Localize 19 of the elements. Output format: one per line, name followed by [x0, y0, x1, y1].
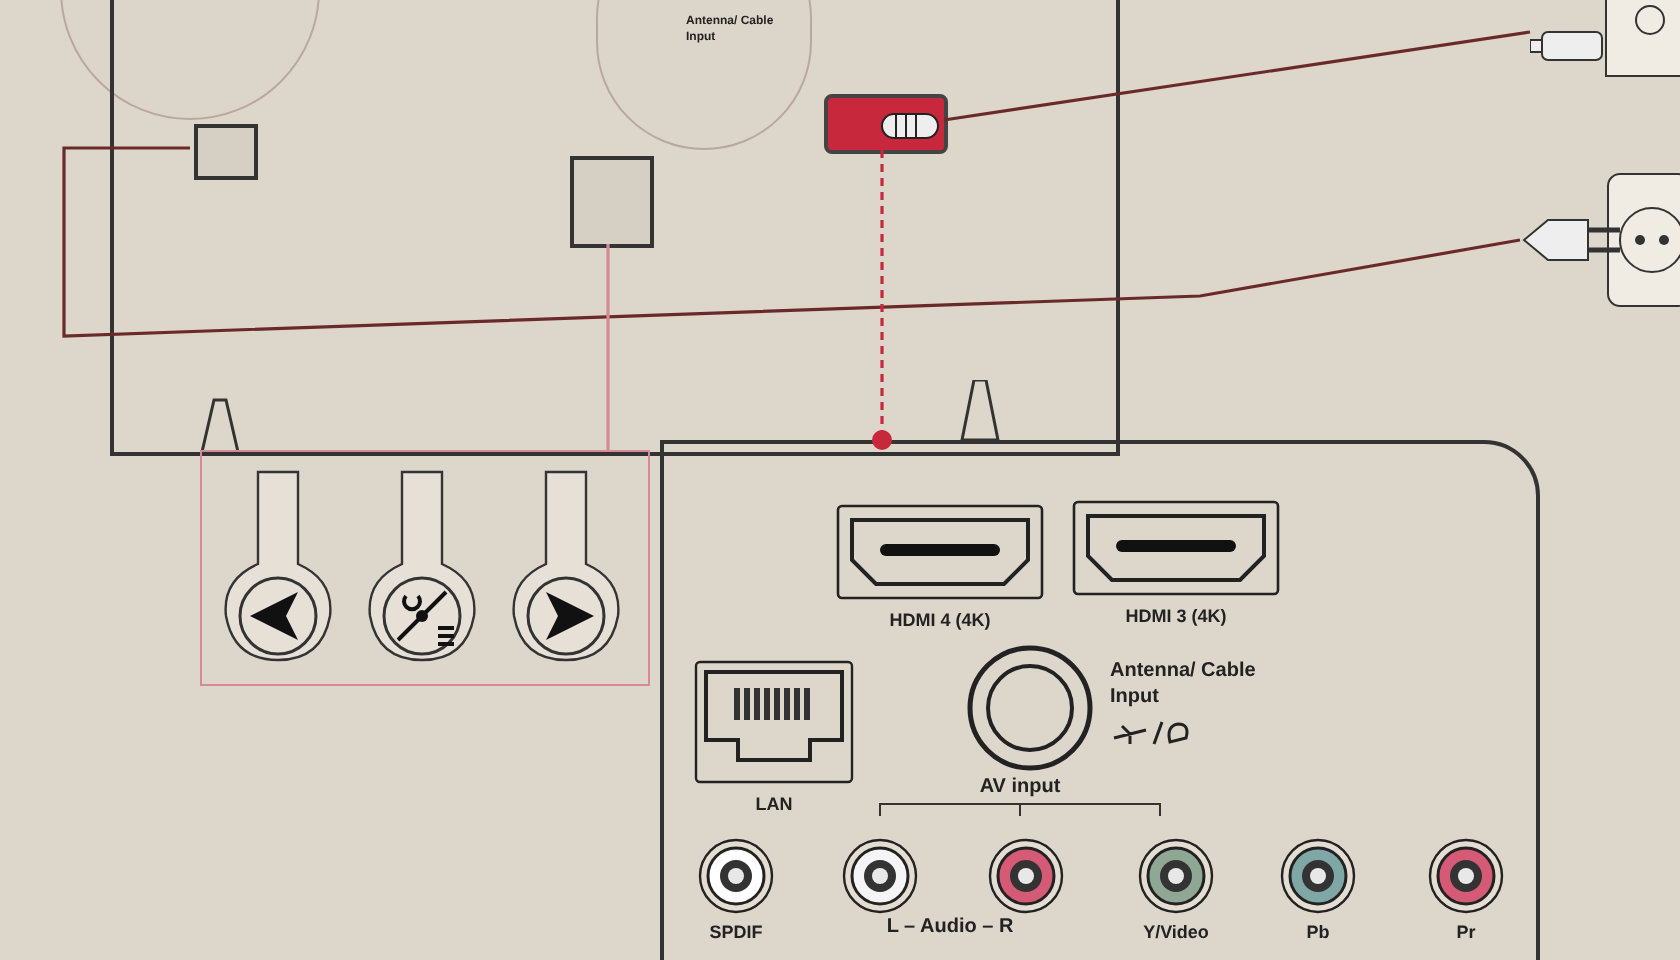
power-jack	[194, 124, 258, 180]
port-label: HDMI 3 (4K)	[1125, 604, 1227, 630]
button-housing	[570, 156, 654, 248]
cable-line	[943, 30, 1531, 122]
port-label: SPDIF	[709, 920, 763, 946]
group-label: L – Audio – R	[886, 914, 1014, 942]
port-label: LAN	[755, 792, 793, 818]
antenna-jack	[824, 94, 948, 154]
leader-line	[872, 150, 892, 450]
port-label: Antenna/ Cable Input	[1110, 660, 1258, 710]
cable-line	[62, 146, 1521, 338]
port-label: Pr	[1456, 920, 1476, 946]
cable-line	[606, 244, 610, 450]
group-label: AV input	[979, 774, 1061, 802]
port-label: Y/Video	[1143, 920, 1209, 946]
port-label: HDMI 4 (4K)	[889, 608, 991, 634]
connector-panel	[660, 440, 1540, 960]
port-label: Pb	[1306, 920, 1330, 946]
callout-panel	[200, 450, 650, 686]
